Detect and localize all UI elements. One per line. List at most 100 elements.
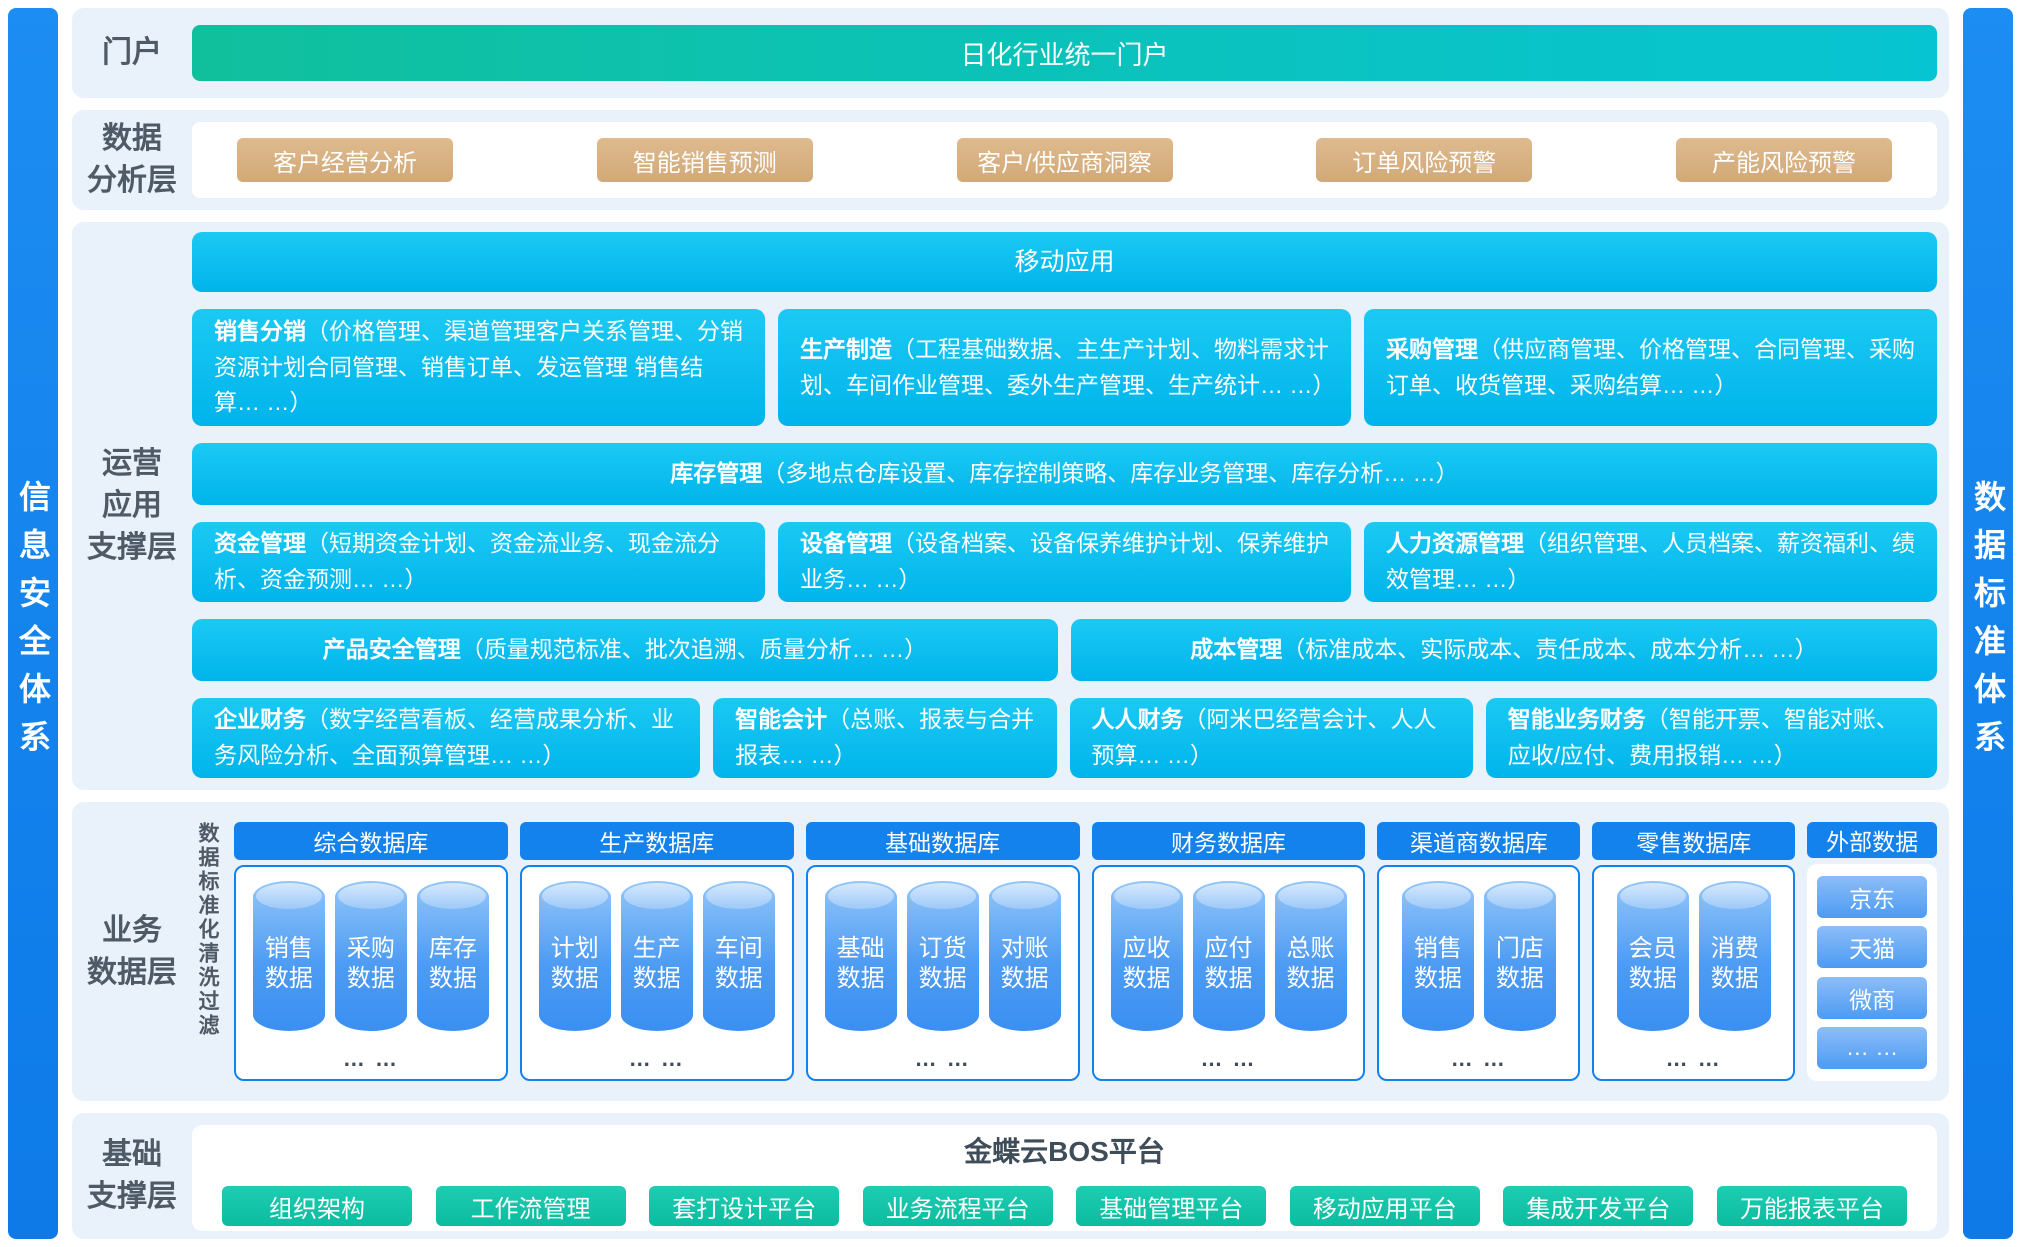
module-title: 成本管理 (1190, 636, 1283, 663)
module-text: 智能业务财务（智能开票、智能对账、应收/应付、费用报销… …） (1508, 702, 1915, 773)
module-desc: （标准成本、实际成本、责任成本、成本分析… …） (1282, 636, 1818, 663)
db-group-body: 基础 数据 订货 数据 对账 数据 … … (805, 865, 1080, 1081)
db-cylinder: 销售 数据 (252, 881, 325, 1031)
module-title: 生产制造 (800, 335, 892, 362)
db-cylinder: 销售 数据 (1401, 881, 1474, 1031)
operations-content: 移动应用 销售分销（价格管理、渠道管理客户关系管理、分销资源计划合同管理、销售订… (192, 232, 1937, 778)
external-data-body: 京东 天猫 微商 … … (1807, 864, 1937, 1081)
cylinder-row: 计划 数据 生产 数据 车间 数据 (528, 881, 786, 1031)
portal-bar[interactable]: 日化行业统一门户 (192, 25, 1937, 81)
platform-button-print-design[interactable]: 套打设计平台 (649, 1186, 840, 1226)
platform-button-basic-mgmt[interactable]: 基础管理平台 (1076, 1186, 1267, 1226)
platform-button-mobile-app[interactable]: 移动应用平台 (1289, 1186, 1480, 1226)
module-block-inventory[interactable]: 库存管理（多地点仓库设置、库存控制策略、库存业务管理、库存分析… …） (192, 443, 1937, 505)
db-group-body: 会员 数据 消费 数据 … … (1592, 865, 1796, 1081)
db-cylinder: 对账 数据 (988, 881, 1061, 1031)
data-label: 业务 数据层 (87, 913, 177, 989)
mobile-app-bar[interactable]: 移动应用 (192, 232, 1937, 292)
db-cylinder: 会员 数据 (1616, 881, 1689, 1031)
cylinder-row: 基础 数据 订货 数据 对账 数据 (814, 881, 1072, 1031)
db-more-dots: … … (1450, 1046, 1507, 1071)
foundation-label: 基础 支撑层 (87, 1138, 177, 1213)
module-block-enterprise-finance[interactable]: 企业财务（数字经营看板、经营成果分析、业务风险分析、全面预算管理… …） (192, 698, 701, 778)
module-row-a: 销售分销（价格管理、渠道管理客户关系管理、分销资源计划合同管理、销售订单、发运管… (192, 309, 1937, 426)
db-group-channel: 渠道商数据库 销售 数据 门店 数据 … … (1377, 822, 1581, 1081)
db-cylinder: 基础 数据 (824, 881, 897, 1031)
db-cylinder: 消费 数据 (1698, 881, 1771, 1031)
module-desc: （多地点仓库设置、库存控制策略、库存业务管理、库存分析… …） (762, 460, 1459, 487)
module-block-equipment[interactable]: 设备管理（设备档案、设备保养维护计划、保养维护业务… …） (778, 522, 1351, 602)
db-cylinder-label: 库存 数据 (428, 935, 477, 992)
module-block-funds[interactable]: 资金管理（短期资金计划、资金流业务、现金流分析、资金预测… …） (192, 522, 765, 602)
module-desc: （总账、报表与合并报表… …） (735, 706, 1035, 768)
external-data-item-jd[interactable]: 京东 (1817, 876, 1927, 918)
db-group-body: 销售 数据 采购 数据 库存 数据 … … (234, 865, 508, 1081)
cylinder-row: 应收 数据 应付 数据 总账 数据 (1100, 881, 1358, 1031)
module-block-smart-business-finance[interactable]: 智能业务财务（智能开票、智能对账、应收/应付、费用报销… …） (1485, 698, 1937, 778)
module-block-cost[interactable]: 成本管理（标准成本、实际成本、责任成本、成本分析… …） (1071, 619, 1937, 681)
external-data-item-wechat-business[interactable]: 微商 (1817, 976, 1927, 1019)
platform-button-universal-report[interactable]: 万能报表平台 (1716, 1186, 1907, 1226)
external-data-item-more[interactable]: … … (1817, 1026, 1927, 1069)
portal-row: 门户 日化行业统一门户 (72, 8, 1949, 98)
platform-button-business-process[interactable]: 业务流程平台 (862, 1186, 1053, 1226)
db-group-header: 渠道商数据库 (1377, 822, 1581, 860)
db-cylinder-label: 消费 数据 (1710, 935, 1759, 992)
db-group-retail: 零售数据库 会员 数据 消费 数据 … … (1592, 822, 1796, 1081)
platform-button-workflow[interactable]: 工作流管理 (435, 1186, 626, 1226)
module-block-hr[interactable]: 人力资源管理（组织管理、人员档案、薪资福利、绩效管理… …） (1364, 522, 1937, 602)
analysis-button-sales-forecast[interactable]: 智能销售预测 (596, 138, 813, 182)
module-block-everyone-finance[interactable]: 人人财务（阿米巴经营会计、人人预算… …） (1069, 698, 1473, 778)
db-cylinder: 应收 数据 (1110, 881, 1183, 1031)
platform-button-row: 组织架构 工作流管理 套打设计平台 业务流程平台 基础管理平台 移动应用平台 集… (222, 1186, 1907, 1226)
analysis-button-customer-analysis[interactable]: 客户经营分析 (237, 138, 453, 182)
module-block-smart-accounting[interactable]: 智能会计（总账、报表与合并报表… …） (713, 698, 1057, 778)
analysis-row: 数据 分析层 客户经营分析 智能销售预测 客户/供应商洞察 订单风险预警 产能风… (72, 110, 1949, 210)
platform-button-org[interactable]: 组织架构 (222, 1186, 412, 1226)
module-title: 人人财务 (1091, 706, 1184, 733)
module-text: 库存管理（多地点仓库设置、库存控制策略、库存业务管理、库存分析… …） (670, 456, 1458, 492)
analysis-label: 数据 分析层 (87, 122, 177, 197)
db-group-header: 财务数据库 (1091, 822, 1366, 860)
data-content: 数据标准化清洗过滤 综合数据库 销售 数据 采购 数据 库存 数据 … … 生产… (192, 822, 1937, 1081)
db-cylinder-label: 计划 数据 (550, 935, 599, 992)
module-row-d: 产品安全管理（质量规范标准、批次追溯、质量分析… …） 成本管理（标准成本、实际… (192, 619, 1937, 681)
module-title: 企业财务 (214, 706, 306, 733)
db-more-dots: … … (1200, 1046, 1257, 1071)
db-more-dots: … … (342, 1046, 399, 1071)
db-cylinder-label: 会员 数据 (1628, 935, 1677, 992)
module-title: 设备管理 (800, 530, 892, 557)
db-cylinder: 门店 数据 (1483, 881, 1556, 1031)
module-row-c: 资金管理（短期资金计划、资金流业务、现金流分析、资金预测… …） 设备管理（设备… (192, 522, 1937, 602)
module-title: 库存管理 (670, 460, 763, 487)
module-title: 智能会计 (735, 706, 828, 733)
db-cylinder-label: 总账 数据 (1286, 935, 1335, 992)
module-desc: （供应商管理、价格管理、合同管理、采购订单、收货管理、采购结算… …） (1386, 335, 1915, 398)
platform-button-integration-dev[interactable]: 集成开发平台 (1503, 1186, 1694, 1226)
cylinder-row: 销售 数据 门店 数据 (1385, 881, 1572, 1031)
db-group-body: 销售 数据 门店 数据 … … (1377, 865, 1581, 1081)
db-cylinder: 生产 数据 (620, 881, 693, 1031)
module-text: 人力资源管理（组织管理、人员档案、薪资福利、绩效管理… …） (1386, 526, 1915, 597)
db-cylinder-label: 生产 数据 (632, 935, 681, 992)
standards-sidebar-label: 数据标准体系 (1970, 479, 2006, 768)
db-group-basic: 基础数据库 基础 数据 订货 数据 对账 数据 … … (805, 822, 1080, 1081)
module-block-production[interactable]: 生产制造（工程基础数据、主生产计划、物料需求计划、车间作业管理、委外生产管理、生… (778, 309, 1351, 426)
db-group-header: 综合数据库 (234, 822, 508, 860)
db-group-production: 生产数据库 计划 数据 生产 数据 车间 数据 … … (519, 822, 794, 1081)
module-text: 设备管理（设备档案、设备保养维护计划、保养维护业务… …） (800, 526, 1329, 597)
analysis-button-order-risk[interactable]: 订单风险预警 (1316, 138, 1533, 182)
module-text: 智能会计（总账、报表与合并报表… …） (735, 702, 1034, 773)
external-data-item-tmall[interactable]: 天猫 (1817, 926, 1927, 969)
module-title: 采购管理 (1386, 335, 1478, 362)
module-title: 资金管理 (214, 530, 306, 557)
module-block-product-safety[interactable]: 产品安全管理（质量规范标准、批次追溯、质量分析… …） (192, 619, 1058, 681)
analysis-button-customer-supplier-insight[interactable]: 客户/供应商洞察 (956, 138, 1173, 182)
module-block-sales-distribution[interactable]: 销售分销（价格管理、渠道管理客户关系管理、分销资源计划合同管理、销售订单、发运管… (192, 309, 765, 426)
analysis-button-capacity-risk[interactable]: 产能风险预警 (1676, 138, 1892, 182)
module-block-procurement[interactable]: 采购管理（供应商管理、价格管理、合同管理、采购订单、收货管理、采购结算… …） (1364, 309, 1937, 426)
module-title: 产品安全管理 (322, 636, 461, 663)
module-text: 成本管理（标准成本、实际成本、责任成本、成本分析… …） (1190, 632, 1817, 668)
external-data-header: 外部数据 (1807, 822, 1937, 858)
